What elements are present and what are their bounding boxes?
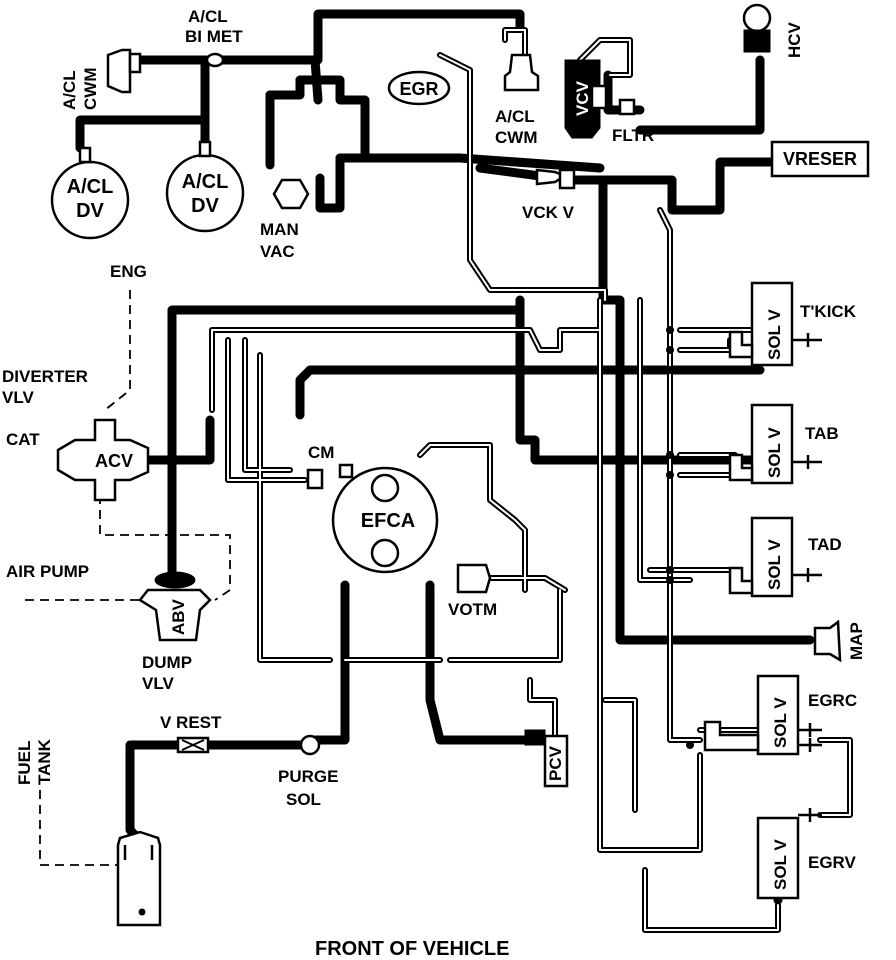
efca-label: EFCA bbox=[361, 510, 415, 532]
fltr-label: FLTR bbox=[612, 126, 654, 145]
pcv-label: PCV bbox=[546, 745, 565, 781]
acl-cwm-top-label-b: CWM bbox=[495, 128, 537, 147]
vreser-label: VRESER bbox=[783, 149, 857, 169]
vck-v-label: VCK V bbox=[522, 203, 575, 222]
cm-label: CM bbox=[308, 443, 334, 462]
vreser-component: VRESER bbox=[770, 140, 870, 178]
acv-label: ACV bbox=[95, 451, 133, 471]
man-vac-label-b: VAC bbox=[260, 242, 295, 261]
fuel-tank-component bbox=[116, 830, 162, 927]
tad-label: TAD bbox=[808, 535, 842, 554]
acv-component: ACV bbox=[56, 418, 150, 502]
diverter-vlv-label-a: DIVERTER bbox=[2, 367, 88, 386]
dump-vlv-label-a: DUMP bbox=[142, 653, 192, 672]
tab-label: TAB bbox=[805, 424, 839, 443]
sol-v-tab: SOL V bbox=[750, 403, 794, 485]
acl-bimet-valve-icon bbox=[205, 52, 225, 68]
sol-v-tad-label: SOL V bbox=[765, 539, 784, 590]
votm-component bbox=[456, 563, 492, 594]
acl-dv-1-label-b: DV bbox=[76, 200, 104, 222]
v-rest-component bbox=[176, 736, 210, 754]
front-of-vehicle-label: FRONT OF VEHICLE bbox=[315, 938, 509, 960]
man-vac-label-a: MAN bbox=[260, 220, 299, 239]
cm-component bbox=[306, 463, 354, 490]
cat-label: CAT bbox=[6, 430, 40, 449]
sol-v-egrc-label: SOL V bbox=[771, 697, 790, 748]
acl-cwm-left-sensor bbox=[106, 48, 142, 94]
tkick-label: T'KICK bbox=[800, 302, 857, 321]
labels: A/CL BI MET A/CL CWM MAN VAC A/CL CWM FL… bbox=[2, 7, 866, 960]
acl-bimet-label-a: A/CL bbox=[188, 7, 228, 26]
v-rest-label: V REST bbox=[160, 713, 222, 732]
sol-v-egrc: SOL V bbox=[756, 674, 800, 756]
thin-hose-cores bbox=[211, 29, 851, 931]
eng-label: ENG bbox=[110, 262, 147, 281]
diverter-vlv-label-b: VLV bbox=[2, 388, 34, 407]
egrv-label: EGRV bbox=[808, 853, 857, 872]
acl-dv-2-label-a: A/CL bbox=[182, 171, 229, 193]
egr-component: EGR bbox=[387, 70, 451, 106]
acl-dv-2-label-b: DV bbox=[191, 195, 219, 217]
acl-cwm-left-label-b: CWM bbox=[81, 68, 100, 110]
votm-label: VOTM bbox=[448, 600, 497, 619]
acl-cwm-top-label-a: A/CL bbox=[495, 107, 535, 126]
pcv-component: PCV bbox=[524, 729, 569, 788]
vcv-label: VCV bbox=[573, 80, 592, 116]
acl-dv-1: A/CL DV bbox=[50, 146, 130, 240]
sol-v-tkick-label: SOL V bbox=[765, 309, 784, 360]
sol-v-egrv-label: SOL V bbox=[771, 839, 790, 890]
dashed-lines bbox=[25, 290, 231, 866]
hcv-label: HCV bbox=[785, 21, 804, 58]
map-label: MAP bbox=[847, 622, 866, 660]
vcv-component: VCV bbox=[564, 59, 608, 139]
junction-dots bbox=[599, 176, 694, 749]
hcv-component bbox=[742, 3, 772, 53]
sol-v-pins bbox=[792, 333, 822, 822]
acl-cwm-top-sensor bbox=[503, 53, 540, 92]
abv-component: ABV bbox=[138, 571, 212, 642]
man-vac-hex-icon bbox=[272, 178, 310, 210]
sol-v-tad: SOL V bbox=[750, 516, 794, 598]
egr-label: EGR bbox=[399, 79, 438, 99]
purge-sol-label-b: SOL bbox=[286, 790, 321, 809]
abv-label: ABV bbox=[169, 598, 188, 635]
sol-v-tkick: SOL V bbox=[750, 281, 794, 367]
acl-dv-2: A/CL DV bbox=[165, 140, 245, 233]
sol-v-tab-label: SOL V bbox=[765, 427, 784, 478]
acl-bimet-label-b: BI MET bbox=[185, 27, 243, 46]
vck-v-component bbox=[535, 168, 576, 190]
map-component bbox=[813, 619, 842, 663]
acl-cwm-left-label-a: A/CL bbox=[60, 70, 79, 110]
sol-v-egrv: SOL V bbox=[756, 816, 800, 900]
fuel-tank-label-b: TANK bbox=[35, 738, 54, 785]
thick-hoses bbox=[75, 9, 815, 905]
air-pump-label: AIR PUMP bbox=[6, 562, 89, 581]
fltr-icon bbox=[618, 98, 636, 116]
efca-component: EFCA bbox=[331, 466, 439, 574]
egrc-label: EGRC bbox=[808, 691, 857, 710]
purge-sol-icon bbox=[299, 734, 321, 756]
purge-sol-label-a: PURGE bbox=[278, 767, 338, 786]
acl-dv-1-label-a: A/CL bbox=[67, 176, 114, 198]
sol-v-fittings bbox=[703, 330, 760, 752]
dump-vlv-label-b: VLV bbox=[142, 674, 174, 693]
fuel-tank-label-a: FUEL bbox=[15, 741, 34, 785]
